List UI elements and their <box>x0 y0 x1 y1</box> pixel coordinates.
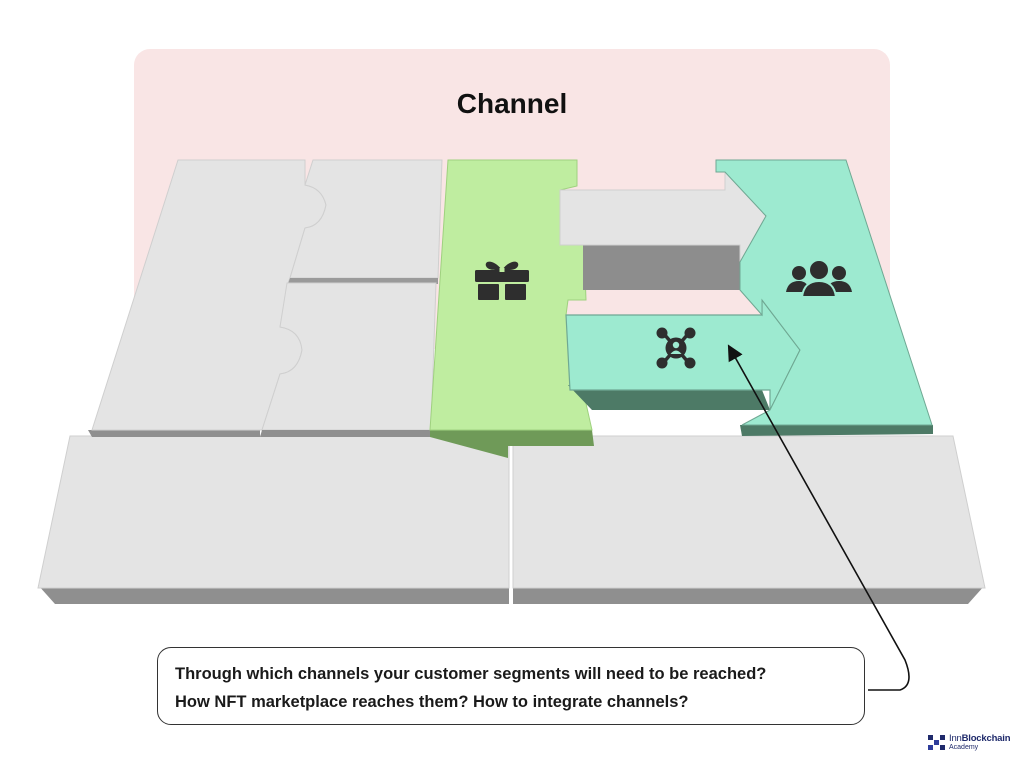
channel-upper-arrow <box>559 170 767 290</box>
callout-pointer-line <box>727 344 910 691</box>
users-group-icon <box>786 259 852 298</box>
brand-logo-group: InnBlockchain Academy <box>928 733 1010 753</box>
page-title: Channel <box>457 88 567 119</box>
gift-icon <box>475 261 529 300</box>
callout-line-1: Through which channels your customer seg… <box>175 665 767 683</box>
callout-box: Through which channels your customer seg… <box>157 647 865 725</box>
brand-subtitle: Academy <box>949 744 979 751</box>
network-person-icon <box>656 327 696 369</box>
callout-line-2: How NFT marketplace reaches them? How to… <box>175 693 689 711</box>
brand-name: InnBlockchain <box>949 733 1011 744</box>
key-resources-block <box>260 282 437 437</box>
bottom-left-block <box>37 435 510 604</box>
brand-logo-icon <box>928 735 945 750</box>
bottom-right-block <box>512 435 986 604</box>
